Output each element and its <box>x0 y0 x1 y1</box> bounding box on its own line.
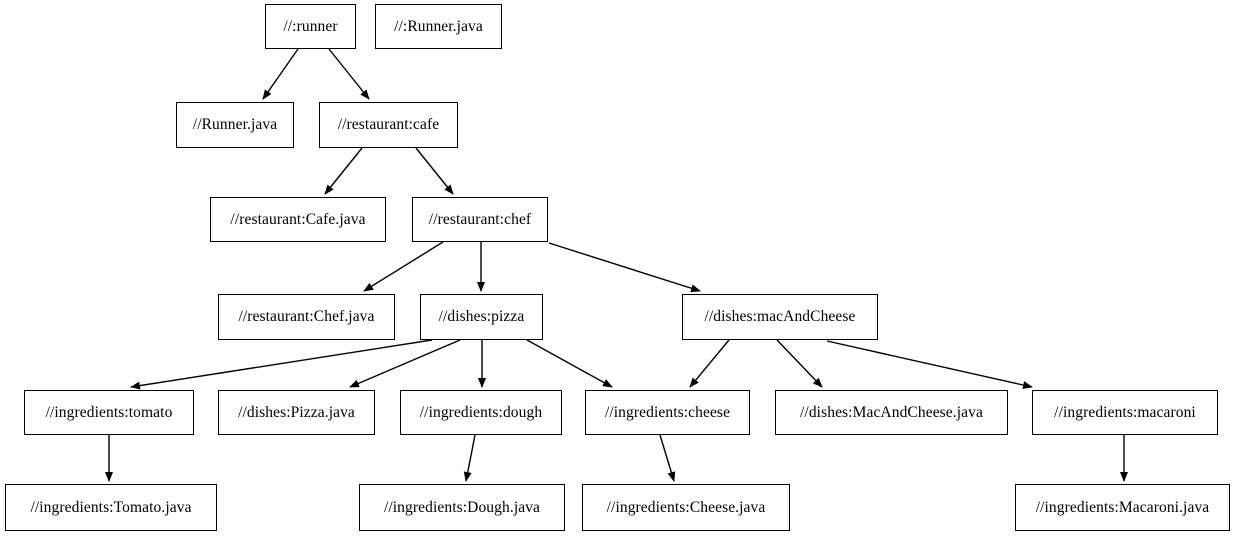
graph-node-label: //ingredients:Dough.java <box>383 498 541 516</box>
graph-node-label: //restaurant:Cafe.java <box>230 210 366 228</box>
graph-node-label: //dishes:pizza <box>438 308 525 326</box>
graph-node-label: //dishes:Pizza.java <box>238 403 355 421</box>
graph-node-ingredients_macaroni_java[interactable]: //ingredients:Macaroni.java <box>1015 484 1230 531</box>
graph-node-ingredients_macaroni[interactable]: //ingredients:macaroni <box>1032 390 1218 435</box>
graph-node-ingredients_tomato[interactable]: //ingredients:tomato <box>24 390 194 435</box>
graph-node-runner_target[interactable]: //:runner <box>265 4 356 49</box>
graph-node-label: //ingredients:dough <box>419 403 543 421</box>
graph-edge-dishes_pizza-to-ingredients_cheese <box>526 339 613 388</box>
graph-node-dishes_macandcheese[interactable]: //dishes:macAndCheese <box>682 294 878 340</box>
graph-node-restaurant_cafe_java[interactable]: //restaurant:Cafe.java <box>210 197 386 242</box>
graph-node-runner_java_root[interactable]: //:Runner.java <box>375 4 502 49</box>
graph-node-label: //ingredients:tomato <box>45 403 173 421</box>
graph-edge-restaurant_chef-to-restaurant_chef_java <box>363 241 444 292</box>
graph-node-label: //Runner.java <box>192 116 278 134</box>
graph-node-label: //ingredients:Tomato.java <box>30 498 192 516</box>
graph-node-restaurant_chef_java[interactable]: //restaurant:Chef.java <box>218 294 395 340</box>
graph-edge-dishes_macandcheese-to-ingredients_cheese <box>689 339 730 388</box>
graph-edge-runner_target-to-runner_java <box>262 48 299 100</box>
graph-node-label: //dishes:MacAndCheese.java <box>800 403 983 421</box>
graph-edge-restaurant_cafe-to-restaurant_chef <box>415 147 454 195</box>
graph-edge-dishes_pizza-to-dishes_pizza_java <box>349 339 461 388</box>
graph-edge-restaurant_chef-to-dishes_macandcheese <box>548 242 701 293</box>
graph-edge-ingredients_dough-to-ingredients_dough_java <box>463 434 476 482</box>
graph-edge-ingredients_cheese-to-ingredients_cheese_java <box>659 434 676 482</box>
graph-node-dishes_macandcheese_java[interactable]: //dishes:MacAndCheese.java <box>775 390 1008 435</box>
graph-edge-runner_target-to-restaurant_cafe <box>328 48 370 100</box>
graph-node-dishes_pizza_java[interactable]: //dishes:Pizza.java <box>218 390 375 435</box>
graph-edge-restaurant_cafe-to-restaurant_cafe_java <box>324 147 363 195</box>
graph-edge-dishes_pizza-to-ingredients_tomato <box>130 339 433 390</box>
graph-node-label: //ingredients:macaroni <box>1054 403 1196 421</box>
graph-node-label: //ingredients:Macaroni.java <box>1035 498 1210 516</box>
graph-edge-dishes_macandcheese-to-ingredients_macaroni <box>826 340 1033 389</box>
graph-node-label: //restaurant:cafe <box>337 116 440 134</box>
graph-node-ingredients_cheese[interactable]: //ingredients:cheese <box>585 390 750 435</box>
graph-node-label: //dishes:macAndCheese <box>704 308 856 326</box>
graph-node-label: //restaurant:chef <box>428 210 532 228</box>
graph-edge-dishes_macandcheese-to-dishes_macandcheese_java <box>776 339 823 388</box>
graph-node-ingredients_cheese_java[interactable]: //ingredients:Cheese.java <box>582 484 790 531</box>
graph-node-label: //ingredients:cheese <box>604 403 731 421</box>
graph-node-ingredients_dough_java[interactable]: //ingredients:Dough.java <box>359 484 565 531</box>
graph-node-label: //ingredients:Cheese.java <box>606 498 766 516</box>
graph-node-ingredients_dough[interactable]: //ingredients:dough <box>400 390 562 435</box>
graph-node-label: //restaurant:Chef.java <box>238 308 375 326</box>
graph-node-dishes_pizza[interactable]: //dishes:pizza <box>420 294 543 340</box>
graph-node-runner_java[interactable]: //Runner.java <box>176 102 294 148</box>
graph-node-restaurant_cafe[interactable]: //restaurant:cafe <box>319 102 458 148</box>
graph-node-ingredients_tomato_java[interactable]: //ingredients:Tomato.java <box>5 484 217 531</box>
graph-node-restaurant_chef[interactable]: //restaurant:chef <box>412 197 548 242</box>
graph-node-label: //:Runner.java <box>394 17 483 35</box>
graph-node-label: //:runner <box>283 17 338 35</box>
